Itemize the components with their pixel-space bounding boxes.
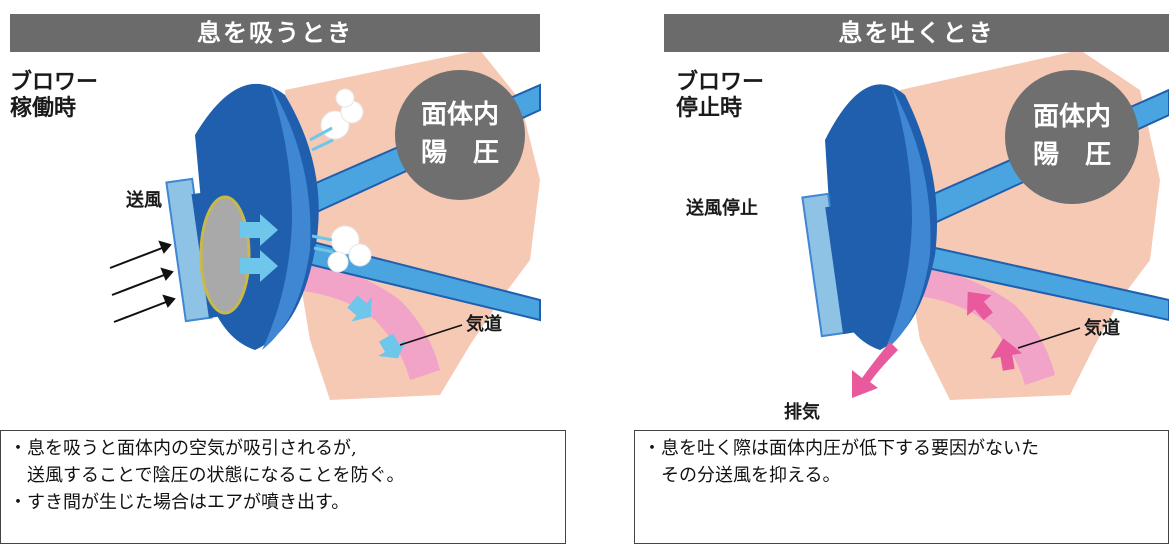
- exhale-illustration: [801, 50, 1169, 400]
- exhale-notes-box: ・息を吐く際は面体内圧が低下する要因がないた その分送風を抑える。: [634, 430, 1169, 544]
- leak-puff-upper: [309, 88, 364, 152]
- exhaust-label: 排気: [784, 402, 820, 423]
- inhale-notes-box: ・息を吸うと面体内の空気が吸引されるが, 送風することで陰圧の状態になることを防…: [0, 430, 566, 544]
- blower-status-label: ブロワー 稼働時: [10, 70, 98, 122]
- filter-disc: [199, 195, 251, 315]
- airway-arrows: [347, 295, 406, 359]
- inhale-note-line: ・息を吸うと面体内の空気が吸引されるが,: [9, 438, 357, 459]
- exhale-panel: 息を吐くとき ブロワー 停止時 送風停止 気道 排気 面体内 陽 圧 ・息を吐く…: [600, 0, 1169, 544]
- airflow-label: 送風: [126, 190, 162, 211]
- mask-face-seal: [885, 88, 931, 350]
- inhale-panel: 息を吸うとき ブロワー 稼働時 送風 気道 面体内 陽 圧 ・息を吸うと面体内の…: [0, 0, 580, 544]
- filter-core: [825, 203, 867, 335]
- positive-pressure-badge: 面体内 陽 圧: [395, 70, 525, 200]
- leak-puff-lower: [311, 225, 372, 273]
- blower-status-line2: 稼働時: [10, 96, 77, 121]
- airway-leader-line: [1017, 327, 1081, 349]
- airflow-in-arrows: [109, 240, 176, 323]
- inhale-note-line: ・すき間が生じた場合はエアが噴き出す。: [9, 492, 350, 513]
- pressure-line1: 面体内: [1032, 102, 1111, 132]
- airway: [910, 265, 1055, 385]
- airway-label: 気道: [1084, 318, 1120, 339]
- inhale-illustration: [109, 50, 541, 400]
- blower-status-label: ブロワー 停止時: [676, 70, 764, 122]
- mask-inner-arrows: [240, 214, 278, 282]
- airflow-stopped-label: 送風停止: [686, 198, 758, 219]
- inhale-header: 息を吸うとき: [10, 14, 540, 52]
- exhale-header: 息を吐くとき: [664, 14, 1169, 52]
- exhale-note-line: その分送風を抑える。: [643, 465, 841, 486]
- blower-status-line1: ブロワー: [10, 70, 99, 95]
- exhaust-arrow: [852, 342, 898, 398]
- pressure-line2: 陽 圧: [1032, 140, 1111, 170]
- airway: [295, 260, 440, 380]
- pressure-line1: 面体内: [420, 100, 499, 130]
- airway-leader-line: [399, 324, 463, 346]
- inhale-note-line: 送風することで陰圧の状態になることを防ぐ。: [9, 465, 405, 486]
- pressure-line2: 陽 圧: [420, 138, 499, 168]
- airway-label: 気道: [466, 314, 502, 335]
- blower-status-line2: 停止時: [676, 96, 743, 121]
- exhale-note-line: ・息を吐く際は面体内圧が低下する要因がないた: [643, 438, 1039, 459]
- airway-arrows: [967, 291, 1023, 371]
- positive-pressure-badge: 面体内 陽 圧: [1005, 70, 1139, 204]
- mask-face-seal: [262, 85, 311, 350]
- blower-status-line1: ブロワー: [676, 70, 765, 95]
